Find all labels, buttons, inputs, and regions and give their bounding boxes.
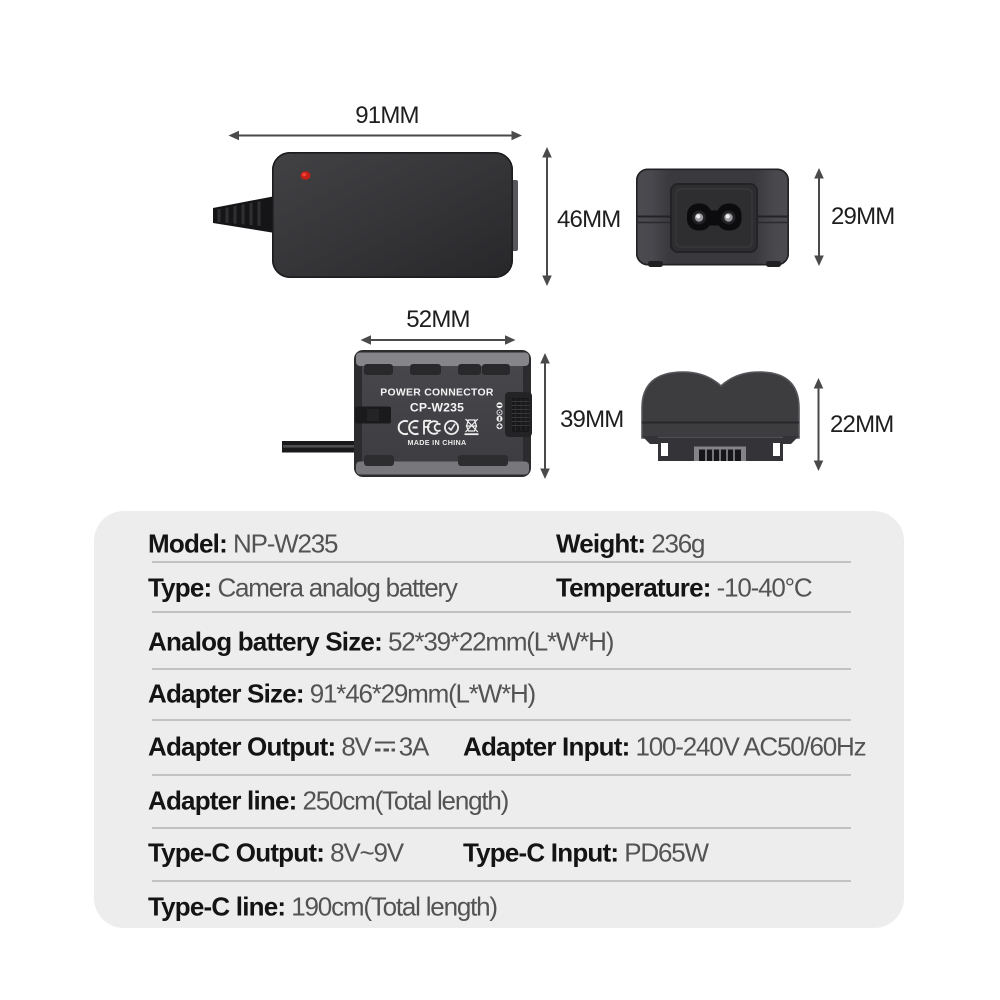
svg-text:39MM: 39MM [560,406,623,433]
svg-text:52MM: 52MM [406,306,469,333]
svg-text:91MM: 91MM [355,102,418,129]
svg-text:29MM: 29MM [831,203,894,230]
svg-text:POWER CONNECTOR: POWER CONNECTOR [380,388,494,399]
svg-text:CP-W235: CP-W235 [410,401,464,415]
svg-text:MADE IN CHINA: MADE IN CHINA [407,438,466,447]
svg-text:22MM: 22MM [830,411,893,438]
svg-text:46MM: 46MM [557,206,620,233]
